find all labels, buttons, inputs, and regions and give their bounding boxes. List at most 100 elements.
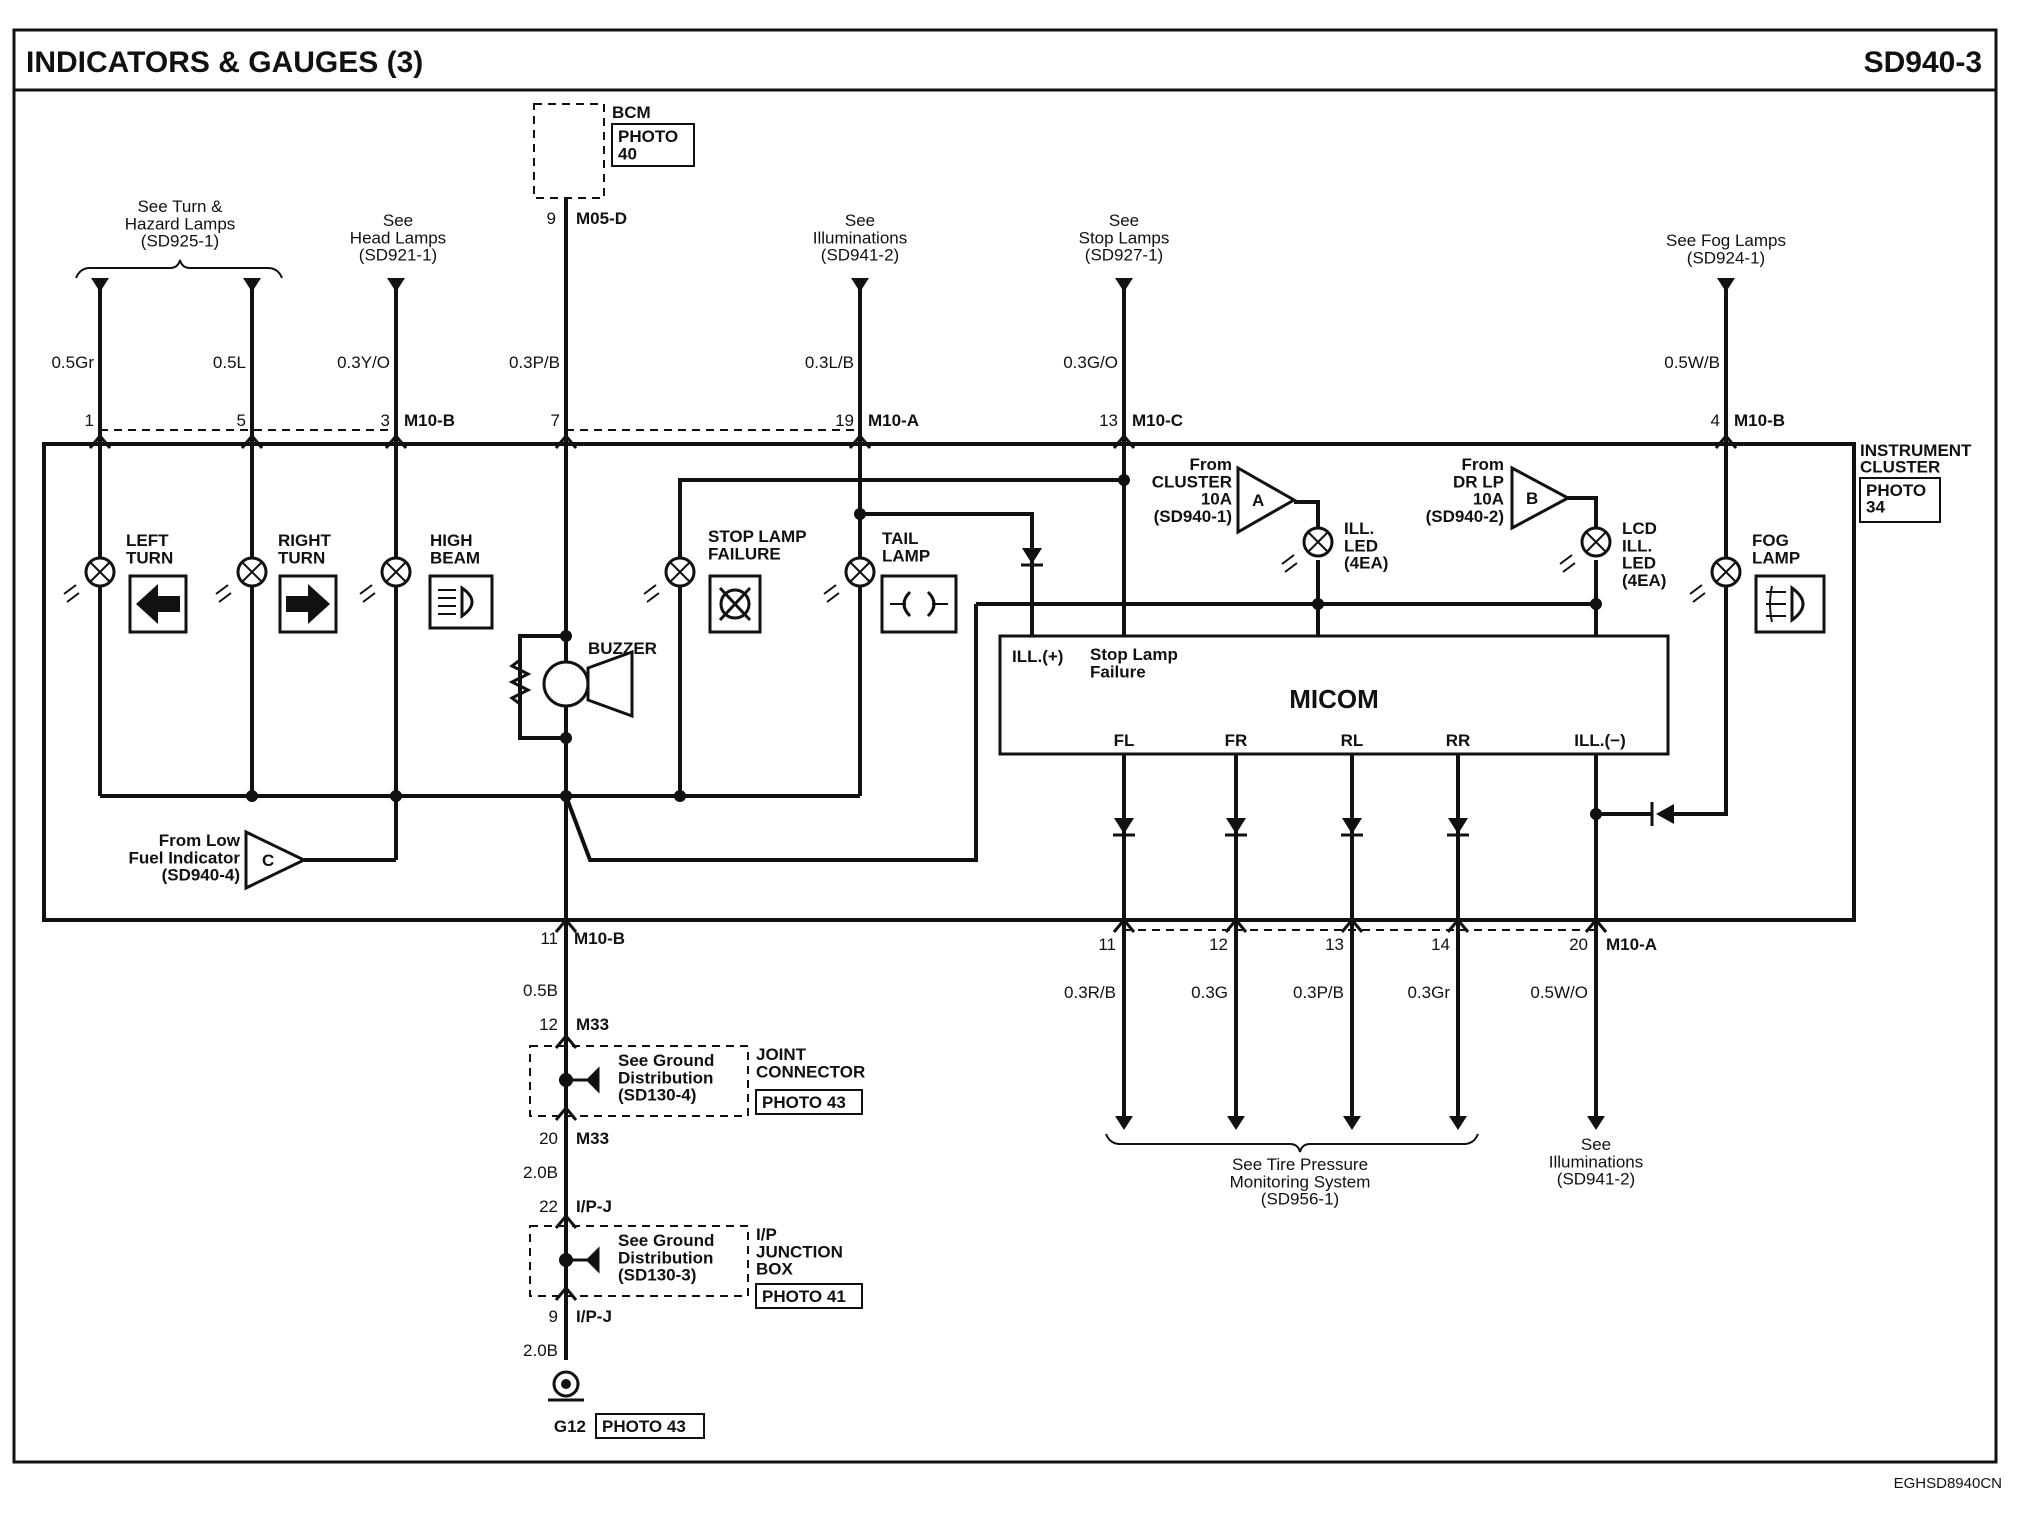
- fog-diode-icon: [1650, 802, 1674, 826]
- bcm-connector: M05-D: [576, 209, 627, 228]
- page-frame: [12, 28, 1998, 1464]
- left-arrow-icon: [128, 574, 188, 634]
- top-feed-arrows: [91, 278, 1735, 292]
- micom-output-wires: [1122, 754, 1598, 1120]
- lcd-led-bulb-icon: [1558, 526, 1612, 574]
- turn-brace: [75, 259, 283, 279]
- tpms-brace: [1105, 1133, 1479, 1153]
- micom-out-fl: FL: [1114, 731, 1135, 750]
- pin-top-5: 13: [1099, 411, 1118, 430]
- source-b-triangle: [1510, 465, 1572, 531]
- buzzer-icon: [508, 649, 634, 719]
- wire-top-3: 0.3P/B: [509, 353, 560, 372]
- ground-wire-1: 0.5B: [523, 981, 558, 1000]
- fog-lamp-icon: [1754, 574, 1826, 634]
- wire-top-6: 0.5W/B: [1664, 353, 1720, 372]
- source-c-letter: C: [262, 851, 274, 870]
- bottom-wire-1: 0.3G: [1191, 983, 1228, 1002]
- joint-connector-box: [529, 1045, 749, 1117]
- ground-photo-box: [595, 1413, 705, 1439]
- footer-code: EGHSD8940CN: [1894, 1475, 2002, 1492]
- connector-m10b-left: M10-B: [404, 411, 455, 430]
- buzzer-label: BUZZER: [588, 639, 657, 658]
- source-b-letter: B: [1526, 489, 1538, 508]
- ground-label: G12: [554, 1417, 586, 1436]
- right-arrow-icon: [278, 574, 338, 634]
- micom-output-diodes: [1111, 816, 1471, 837]
- tail-lamp-bulb-icon: [822, 556, 876, 604]
- ground-wire-2: 2.0B: [523, 1163, 558, 1182]
- bottom-pin-0: 11: [1098, 935, 1116, 954]
- gnd-connector: M10-B: [574, 929, 625, 948]
- tail-lamp-icon: [880, 574, 958, 634]
- m33-top-pin: 12: [539, 1015, 558, 1034]
- bottom-pin-4: 20: [1569, 935, 1588, 954]
- bcm-photo-box: [611, 123, 695, 167]
- ip-junction-box: [529, 1225, 749, 1297]
- ground-wire-3: 2.0B: [523, 1341, 558, 1360]
- connector-m10a-top: M10-A: [868, 411, 919, 430]
- pin-top-1: 5: [237, 411, 246, 430]
- gnd-pin: 11: [540, 929, 558, 948]
- bottom-wire-2: 0.3P/B: [1293, 983, 1344, 1002]
- joint-photo: PHOTO 43: [762, 1093, 846, 1112]
- m33-bottom-connector: M33: [576, 1129, 609, 1148]
- junction-photo: PHOTO 41: [762, 1287, 846, 1306]
- wire-top-5: 0.3G/O: [1063, 353, 1118, 372]
- ipj-top-connector: I/P-J: [576, 1197, 612, 1216]
- bottom-wire-0: 0.3R/B: [1064, 983, 1116, 1002]
- micom-out-ill-minus: ILL.(−): [1574, 731, 1625, 750]
- ipj-top-pin: 22: [539, 1197, 558, 1216]
- pin-top-2: 3: [381, 411, 390, 430]
- junction-photo-box: [755, 1283, 863, 1309]
- micom-out-fr: FR: [1225, 731, 1248, 750]
- ipj-bottom-pin: 9: [549, 1307, 558, 1326]
- left-turn-bulb-icon: [62, 556, 116, 604]
- stop-lamp-failure-icon: [708, 574, 762, 634]
- connector-m10b-right: M10-B: [1734, 411, 1785, 430]
- cluster-photo-box: [1859, 477, 1941, 523]
- pin-top-4: 19: [835, 411, 854, 430]
- pin-top-3: 7: [551, 411, 560, 430]
- micom-out-rr: RR: [1446, 731, 1471, 750]
- micom-title: MICOM: [1289, 684, 1379, 714]
- m33-bottom-pin: 20: [539, 1129, 558, 1148]
- bcm-box: [533, 103, 605, 199]
- bottom-wire-3: 0.3Gr: [1407, 983, 1450, 1002]
- micom-out-rl: RL: [1341, 731, 1364, 750]
- pin-top-0: 1: [85, 411, 94, 430]
- junction-dots: [246, 474, 1602, 820]
- m33-top-connector: M33: [576, 1015, 609, 1034]
- ill-led-label: ILL.LED(4EA): [1344, 519, 1388, 573]
- pin-top-6: 4: [1711, 411, 1720, 430]
- source-a-letter: A: [1252, 491, 1264, 510]
- ground-symbol-icon: [548, 1370, 584, 1402]
- micom-box: [998, 634, 1670, 756]
- bottom-pin-1: 12: [1209, 935, 1228, 954]
- page-title: INDICATORS & GAUGES (3): [26, 46, 423, 79]
- bottom-output-arrows: [1115, 1116, 1605, 1130]
- right-turn-bulb-icon: [214, 556, 268, 604]
- connector-m10c: M10-C: [1132, 411, 1183, 430]
- ill-led-bulb-icon: [1280, 526, 1334, 574]
- high-beam-icon: [428, 574, 494, 630]
